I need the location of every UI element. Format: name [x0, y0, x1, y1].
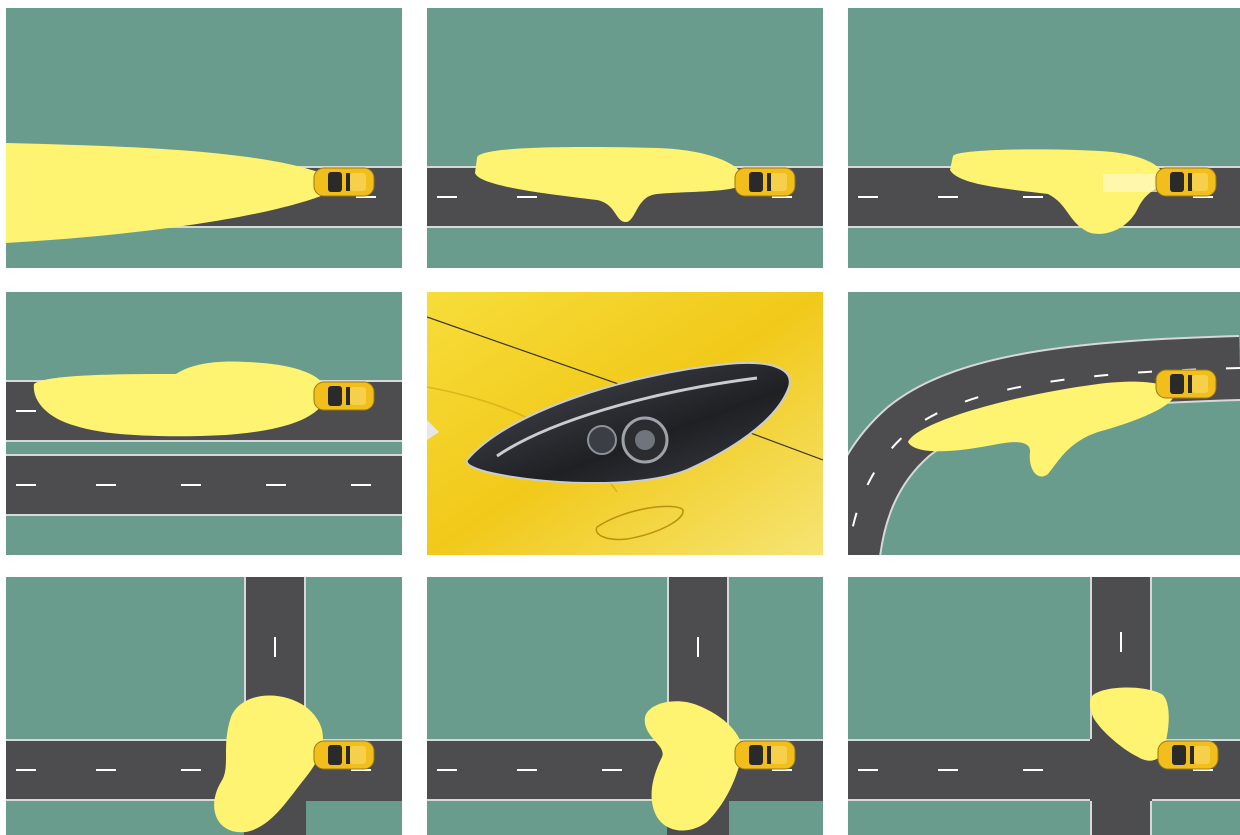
panel-9-illustration	[848, 577, 1240, 835]
panel-2-illustration	[427, 8, 823, 268]
road-lower-edge-bottom	[6, 514, 402, 516]
road-edge-bottom	[427, 226, 823, 228]
road-horizontal-edge-top-left	[6, 739, 244, 741]
headlamp-image	[427, 292, 823, 555]
panel-curve-beam	[848, 292, 1240, 555]
road-horizontal-edge-bottom	[6, 799, 244, 801]
car-icon	[1158, 741, 1218, 769]
panel-1-illustration	[6, 8, 402, 268]
road-vertical-edge-right	[727, 577, 729, 739]
car-icon	[1156, 168, 1216, 196]
car-icon	[314, 382, 374, 410]
panel-long-range-beam	[6, 8, 402, 268]
car-icon	[735, 168, 795, 196]
panel-8-illustration	[427, 577, 823, 835]
panel-side-beam	[848, 8, 1240, 268]
panel-junction-beam-a	[6, 577, 402, 835]
road-lower	[6, 454, 402, 516]
panel-4-illustration	[6, 292, 402, 555]
road-horizontal-edge-bottom-right	[1152, 799, 1240, 801]
reflector	[588, 426, 616, 454]
car-icon	[314, 741, 374, 769]
projector-inner	[635, 430, 655, 450]
road-edge-bottom	[848, 226, 1240, 228]
car-icon	[314, 168, 374, 196]
panel-3-illustration	[848, 8, 1240, 268]
road-vertical-edge-right-lower	[1150, 801, 1152, 835]
ground	[427, 8, 823, 268]
panel-junction-turn-beam	[848, 577, 1240, 835]
road-horizontal-edge-top-left	[848, 739, 1090, 741]
beam-highlight	[1103, 174, 1158, 192]
panel-headlamp-photo	[427, 292, 823, 555]
road-vertical-edge-left	[1090, 577, 1092, 739]
panel-junction-beam-b	[427, 577, 823, 835]
car-icon	[735, 741, 795, 769]
panel-6-illustration	[848, 292, 1240, 555]
road-horizontal-edge-bottom	[427, 799, 667, 801]
road-upper-edge-bottom	[6, 440, 402, 442]
car-icon	[1156, 370, 1216, 398]
ground	[848, 8, 1240, 268]
panel-7-illustration	[6, 577, 402, 835]
road-vertical-edge-left-lower	[1090, 801, 1092, 835]
panel-town-beam	[427, 8, 823, 268]
panel-motorway-beam	[6, 292, 402, 555]
road-horizontal-edge-top-left	[427, 739, 667, 741]
road-lower-edge-top	[6, 454, 402, 456]
road-horizontal-edge-bottom-left	[848, 799, 1090, 801]
